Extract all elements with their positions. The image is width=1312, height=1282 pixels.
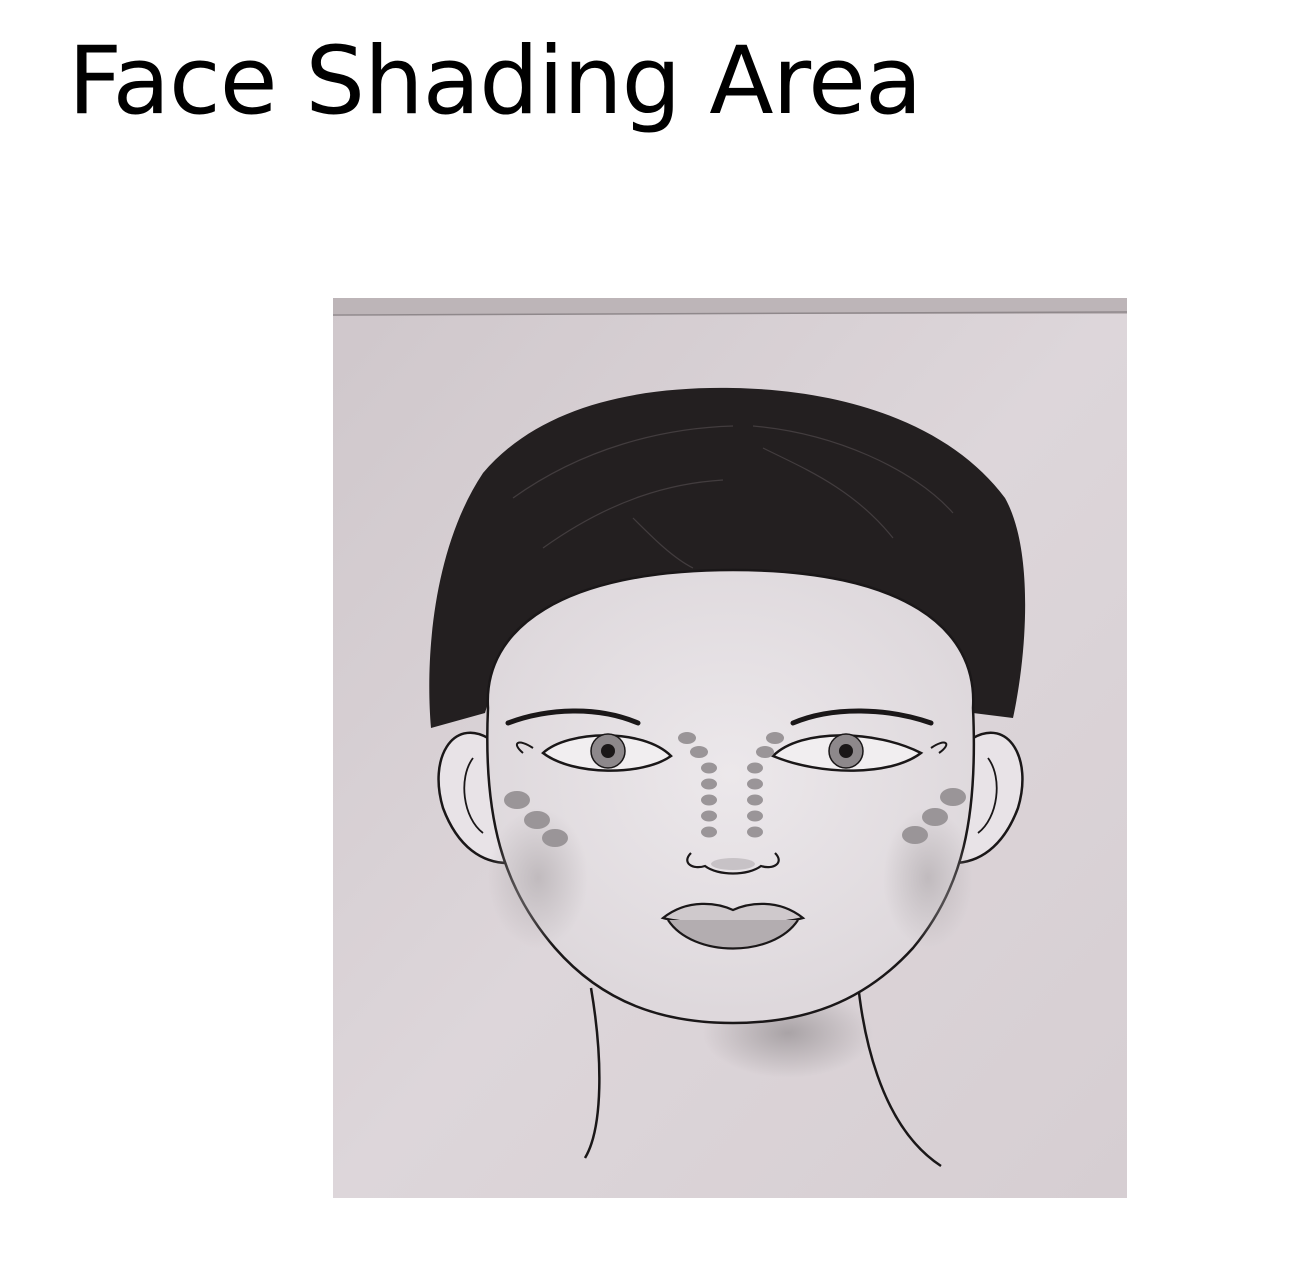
shading-dot [747, 810, 763, 822]
shading-dot [747, 826, 763, 838]
shading-dot [701, 826, 717, 838]
left-eye [515, 733, 673, 772]
shading-dot [902, 826, 928, 844]
paper-top-edge [333, 298, 1127, 314]
face-outline [486, 568, 976, 1025]
shading-dot [940, 788, 966, 806]
shading-dot [690, 746, 708, 758]
shading-dot [701, 762, 717, 774]
shading-dot [747, 794, 763, 806]
shading-dot [747, 778, 763, 790]
shading-dot [766, 732, 784, 744]
left-ear-inner [463, 757, 484, 834]
lips [660, 902, 806, 950]
left-eyebrow [505, 708, 641, 726]
shading-dot [922, 808, 948, 826]
face-diagram-photo [333, 298, 1127, 1198]
nose-shading-dots [678, 732, 784, 838]
shading-dot [747, 762, 763, 774]
shading-dot [701, 794, 717, 806]
paper-fold-line [333, 311, 1127, 316]
left-jaw-shade [488, 808, 588, 948]
shading-dot [678, 732, 696, 744]
right-ear-inner [977, 757, 998, 834]
shading-dot [524, 811, 550, 829]
shading-dot [701, 810, 717, 822]
right-jaw-shade [883, 808, 973, 948]
hair-strands [512, 425, 954, 569]
nose [686, 852, 780, 875]
right-eyebrow [790, 708, 934, 726]
shading-dot [504, 791, 530, 809]
shading-dot [701, 778, 717, 790]
neck-left-line [583, 987, 601, 1159]
nose-tip-shade [711, 858, 755, 870]
shading-dot [542, 829, 568, 847]
shading-dot [756, 746, 774, 758]
hair-shape [429, 387, 1026, 728]
right-eye [770, 733, 948, 772]
cheek-shading-dots [504, 788, 966, 847]
slide-title: Face Shading Area [68, 27, 923, 136]
